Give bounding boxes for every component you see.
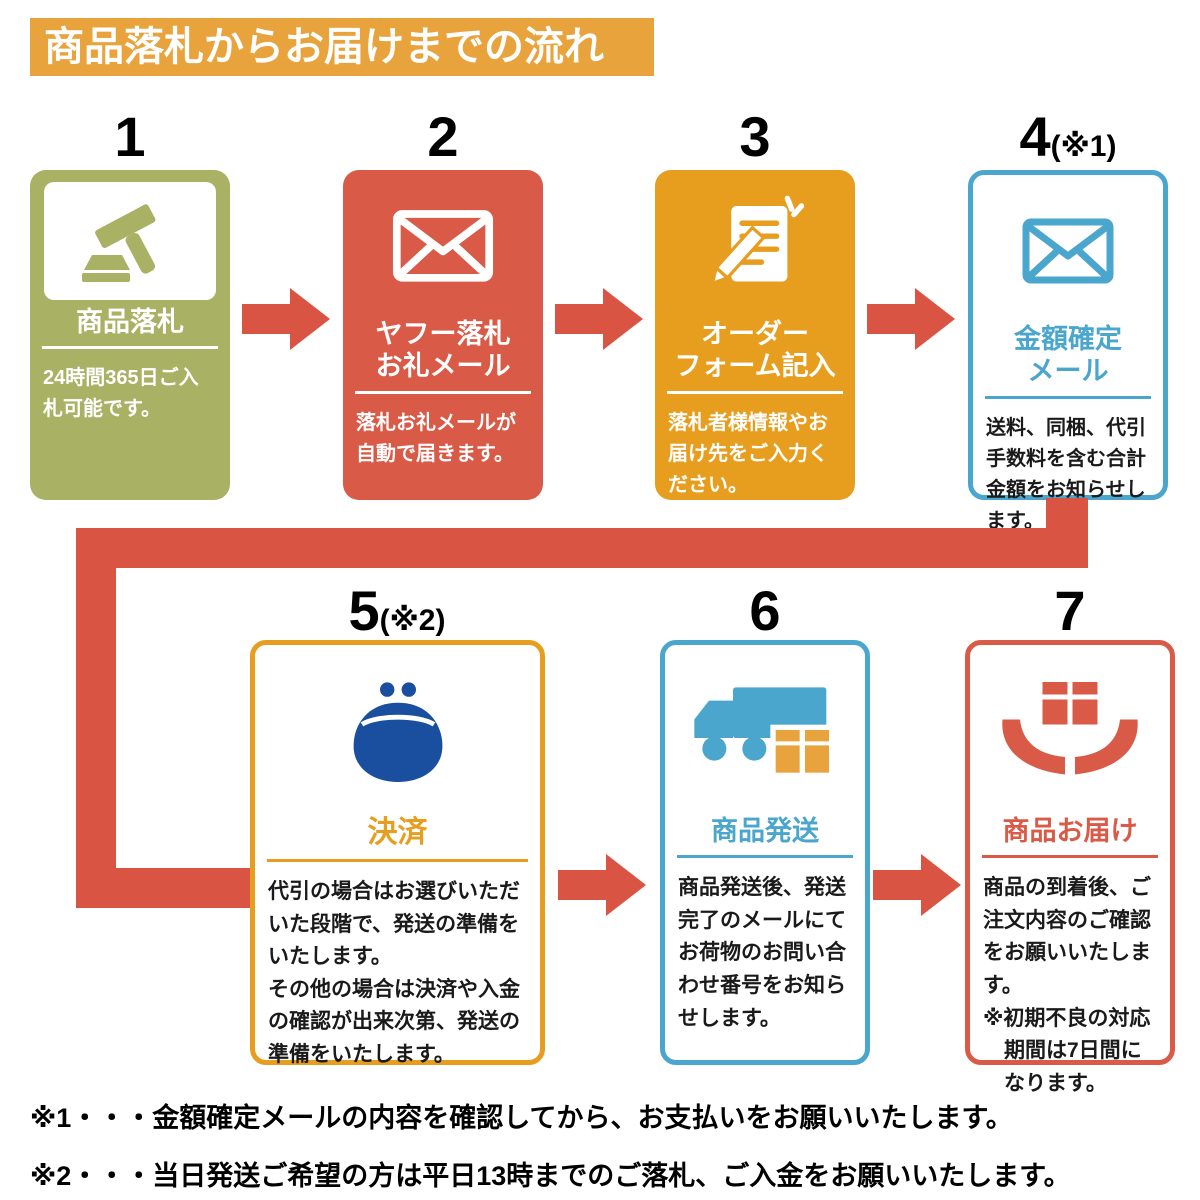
arrow-right-icon: [242, 288, 330, 350]
step-body: 代引の場合はお選びいただいた段階で、発送の準備をいたします。 その他の場合は決済…: [268, 880, 520, 1066]
divider: [267, 859, 528, 862]
arrow-right-icon: [867, 288, 955, 350]
page-title: 商品落札からお届けまでの流れ: [30, 18, 654, 76]
arrow-right-icon: [558, 854, 646, 916]
step-body: 商品発送後、発送完了のメールにてお荷物のお問い合わせ番号をお知らせします。: [678, 876, 846, 1030]
step-number-suffix: (※1): [1050, 130, 1117, 163]
arrow-right-icon: [873, 854, 961, 916]
flow-connector-down: [1046, 498, 1088, 532]
step-title: 商品発送: [711, 816, 819, 846]
step-card-delivery: 商品お届け 商品の到着後、ご注文内容のご確認をお願いいたします。 ※初期不良の対…: [965, 640, 1175, 1095]
divider: [42, 346, 218, 350]
footnote-1: ※1・・・金額確定メールの内容を確認してから、お支払いをお願いいたします。: [30, 1103, 1013, 1133]
divider: [982, 855, 1158, 859]
step-number-6: 6: [665, 578, 865, 643]
step-card-auction-win: 商品落札 24時間365日ご入札可能です。: [30, 170, 230, 500]
step-number-text: 5: [348, 579, 380, 642]
step-number-text: 7: [1054, 579, 1086, 642]
step-body: 落札者様情報やお届け先をご入力ください。: [668, 411, 828, 496]
step-number-4: 4(※1): [968, 104, 1168, 169]
flow-connector-horizontal: [76, 528, 1088, 568]
step-title: 商品落札: [76, 307, 184, 337]
step-body: 24時間365日ご入札可能です。: [43, 367, 199, 421]
step-number-text: 6: [749, 579, 781, 642]
step-card-payment: 決済 代引の場合はお選びいただいた段階で、発送の準備をいたします。 その他の場合…: [250, 640, 545, 1066]
step-title: 金額確定 メール: [1014, 324, 1122, 387]
flow-connector-vertical: [76, 528, 116, 908]
step-body-note: ※初期不良の対応期間は7日間になります。: [983, 1006, 1151, 1095]
step-number-text: 2: [427, 105, 459, 168]
hands-package-icon: [970, 659, 1170, 809]
step-title: 商品お届け: [1002, 816, 1138, 846]
arrow-right-icon: [555, 288, 643, 350]
step-card-order-form: オーダー フォーム記入 落札者様情報やお届け先をご入力ください。: [655, 170, 855, 500]
step-number-7: 7: [970, 578, 1170, 643]
step-number-text: 4: [1019, 105, 1051, 168]
gavel-icon: [44, 182, 216, 300]
step-card-shipping: 商品発送 商品発送後、発送完了のメールにてお荷物のお問い合わせ番号をお知らせしま…: [660, 640, 870, 1065]
step-card-price-mail: 金額確定 メール 送料、同梱、代引手数料を含む合計金額をお知らせします。: [968, 170, 1168, 532]
divider: [355, 390, 531, 394]
step-title: オーダー フォーム記入: [674, 319, 836, 382]
step-card-thankyou-mail: ヤフー落札 お礼メール 落札お礼メールが自動で届きます。: [343, 170, 543, 500]
step-body: 商品の到着後、ご注文内容のご確認をお願いいたします。: [983, 876, 1151, 998]
step-body: 落札お礼メールが自動で届きます。: [356, 411, 516, 465]
step-title: ヤフー落札 お礼メール: [375, 319, 511, 382]
order-form-icon: [655, 182, 855, 312]
purse-icon: [255, 659, 540, 809]
step-title: 決済: [367, 816, 428, 849]
step-number-2: 2: [343, 104, 543, 169]
step-number-text: 3: [739, 105, 771, 168]
step-number-3: 3: [655, 104, 855, 169]
mail-icon: [973, 187, 1163, 317]
truck-icon: [665, 659, 865, 809]
flow-connector-into-step5: [76, 868, 254, 908]
step-number-suffix: (※2): [379, 604, 446, 637]
mail-icon: [343, 182, 543, 312]
divider: [985, 395, 1151, 399]
step-body: 送料、同梱、代引手数料を含む合計金額をお知らせします。: [986, 416, 1146, 532]
divider: [677, 855, 853, 859]
divider: [667, 390, 843, 394]
step-number-1: 1: [30, 104, 230, 169]
footnote-2: ※2・・・当日発送ご希望の方は平日13時までのご落札、ご入金をお願いいたします。: [30, 1161, 1071, 1191]
step-number-5: 5(※2): [297, 578, 497, 643]
step-number-text: 1: [114, 105, 146, 168]
